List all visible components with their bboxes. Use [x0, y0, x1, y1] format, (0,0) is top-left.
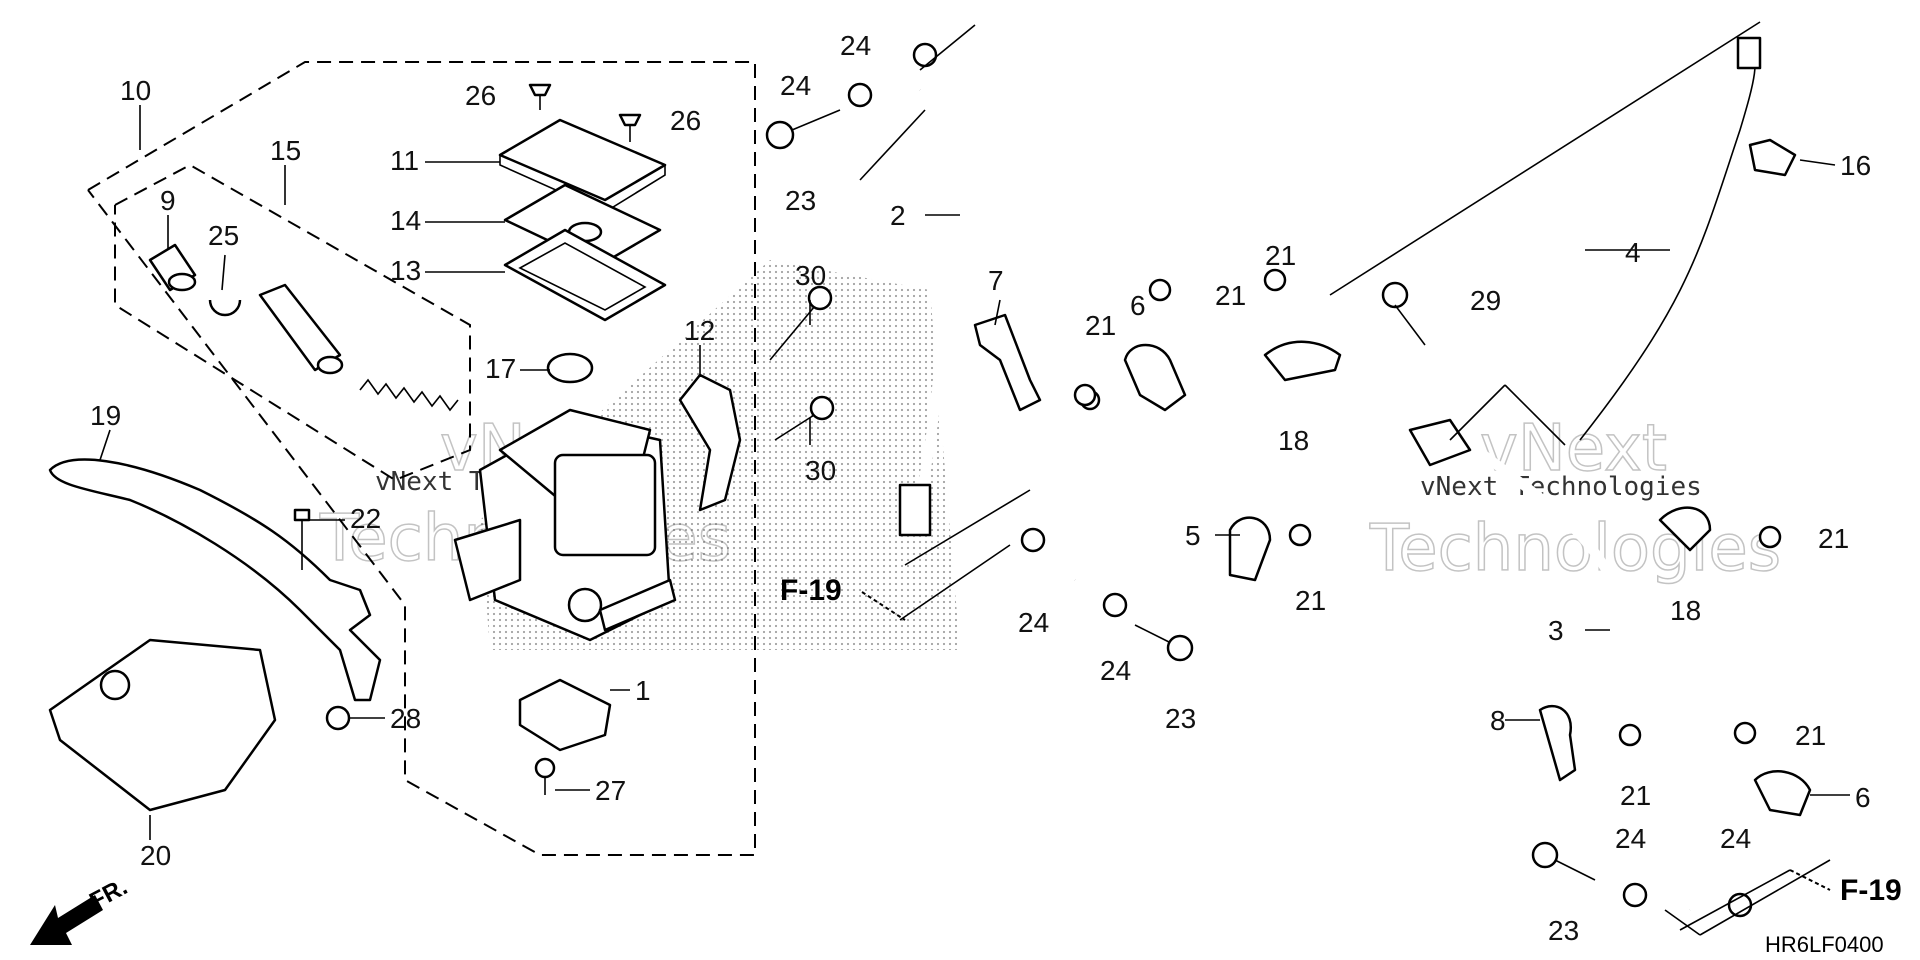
banjo-bolt-23c [1531, 841, 1596, 881]
pipe-fitting [1736, 36, 1762, 70]
callout-24d: 24 [1100, 655, 1131, 686]
callout-22: 22 [350, 503, 381, 534]
washer-24d [1102, 592, 1128, 618]
callout-3: 3 [1548, 615, 1564, 646]
washer-24b [912, 42, 938, 68]
bolt-29 [1381, 281, 1426, 346]
callout-24a: 24 [780, 70, 811, 101]
callout-9: 9 [160, 185, 176, 216]
clamp-5 [1228, 516, 1272, 582]
diagram-code: HR6LF0400 [1765, 932, 1884, 957]
nut-28 [325, 705, 351, 731]
callout-21c: 21 [1265, 240, 1296, 271]
callout-28: 28 [390, 703, 421, 734]
clamp-6b [1753, 770, 1812, 817]
brake-lever-19 [48, 458, 382, 702]
bracket-7 [973, 313, 1042, 412]
front-direction-arrow-icon: FR. [30, 873, 132, 945]
callout-20: 20 [140, 840, 171, 871]
brake-hose-2 [898, 85, 972, 537]
callout-1: 1 [635, 675, 651, 706]
clamp-6 [1123, 343, 1187, 412]
callout-23c: 23 [1548, 915, 1579, 946]
diaphragm-13 [503, 228, 667, 322]
reference-arrow-icon [861, 591, 906, 621]
clamp-8 [1538, 704, 1577, 782]
three-way-joint [1408, 418, 1472, 467]
washer-24 [847, 82, 873, 108]
callout-13: 13 [390, 255, 421, 286]
callout-21b: 21 [1215, 280, 1246, 311]
callout-15: 15 [270, 135, 301, 166]
spring [359, 378, 459, 412]
callout-21d: 21 [1295, 585, 1326, 616]
callout-26a: 26 [465, 80, 496, 111]
callout-14: 14 [390, 205, 421, 236]
callout-7: 7 [988, 265, 1004, 296]
callout-19: 19 [90, 400, 121, 431]
screw-26 [528, 83, 642, 142]
clamp-18 [1263, 340, 1342, 382]
callout-25: 25 [208, 220, 239, 251]
callout-21e: 21 [1818, 523, 1849, 554]
callout-24e: 24 [1615, 823, 1646, 854]
circlip-25 [208, 299, 242, 317]
svg-text:vNext Technologies: vNext Technologies [1420, 472, 1702, 502]
callout-6b: 6 [1855, 782, 1871, 813]
callout-24b: 24 [840, 30, 871, 61]
callout-21g: 21 [1795, 720, 1826, 751]
callout-17: 17 [485, 353, 516, 384]
cup-9 [148, 243, 197, 292]
brake-hose-3 [1053, 387, 1714, 911]
piston [258, 283, 344, 375]
leader-lines [99, 105, 1850, 840]
clip-16 [1748, 138, 1797, 177]
callout-16: 16 [1840, 150, 1871, 181]
bolt-30 [769, 285, 835, 441]
callout-30b: 30 [805, 455, 836, 486]
pin-22 [293, 508, 311, 570]
ref-label-left: F-19 [780, 574, 842, 607]
callout-8: 8 [1490, 705, 1506, 736]
bracket-12 [678, 373, 742, 512]
brake-pipe-4 [1579, 39, 1756, 441]
lever-cover-20 [48, 638, 277, 812]
callout-23a: 23 [785, 185, 816, 216]
callout-27: 27 [595, 775, 626, 806]
callout-23b: 23 [1165, 703, 1196, 734]
reference-arrow-icon-right [1789, 869, 1831, 891]
callout-24c: 24 [1018, 607, 1049, 638]
cap-17 [546, 352, 594, 384]
master-cylinder [453, 408, 677, 642]
switch-1 [518, 678, 612, 752]
callout-18b: 18 [1670, 595, 1701, 626]
callout-11: 11 [390, 145, 419, 176]
guide-lines [859, 21, 1831, 936]
washer-24c [1020, 527, 1046, 553]
callout-5: 5 [1185, 520, 1201, 551]
bolt-21 [1073, 268, 1782, 747]
callout-4: 4 [1625, 237, 1641, 268]
callout-18a: 18 [1278, 425, 1309, 456]
washer-24e [1622, 882, 1648, 908]
callout-24f: 24 [1720, 823, 1751, 854]
callout-2: 2 [890, 200, 906, 231]
callout-30a: 30 [795, 260, 826, 291]
clamp-18b [1658, 506, 1712, 552]
callout-10: 10 [120, 75, 151, 106]
banjo-bolt-23 [765, 109, 841, 150]
ref-label-right: F-19 [1840, 874, 1902, 907]
screw-27 [534, 757, 556, 795]
callout-6a: 6 [1130, 290, 1146, 321]
callout-21a: 21 [1085, 310, 1116, 341]
banjo-bolt-23b [1134, 624, 1194, 662]
kit-outline-15 [114, 163, 471, 482]
callout-29: 29 [1470, 285, 1501, 316]
callout-12: 12 [684, 315, 715, 346]
callout-labels: 1 2 3 4 5 6 6 7 8 9 10 11 12 13 14 15 16… [90, 30, 1871, 946]
kit-outline-10 [87, 61, 756, 856]
callout-21f: 21 [1620, 780, 1651, 811]
callout-26b: 26 [670, 105, 701, 136]
